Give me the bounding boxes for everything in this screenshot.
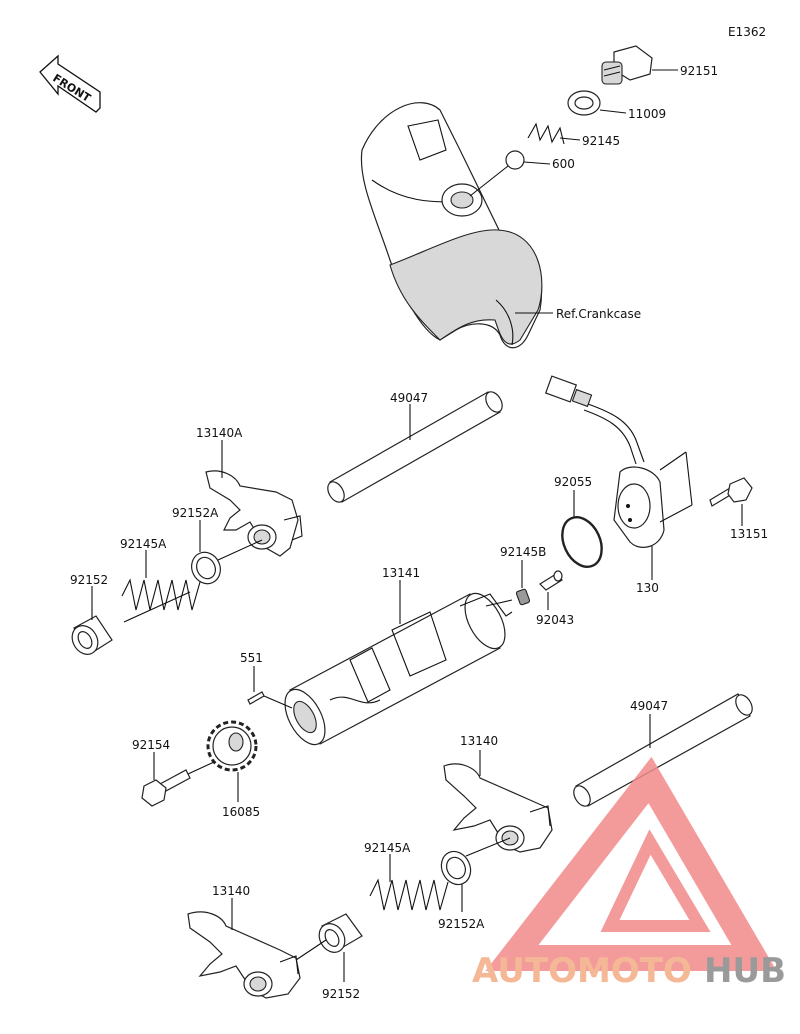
crankcase-reference xyxy=(360,102,543,349)
shift-rod-49047-top xyxy=(327,391,503,503)
shift-drum-13141 xyxy=(284,592,513,746)
bolt-130 xyxy=(709,477,753,507)
shift-fork-13140-right xyxy=(443,763,553,853)
callout-16085: 16085 xyxy=(222,805,260,819)
drain-bolt-92151 xyxy=(601,45,653,85)
diagram-code: E1362 xyxy=(728,25,766,39)
o-ring-92055 xyxy=(561,516,603,568)
callout-13140-right: 13140 xyxy=(460,734,498,748)
callout-92154: 92154 xyxy=(132,738,170,752)
callout-92145a-bottom: 92145A xyxy=(364,841,411,855)
callout-600: 600 xyxy=(552,157,575,171)
callout-49047-bottom: 49047 xyxy=(630,699,668,713)
callout-11009: 11009 xyxy=(628,107,666,121)
callout-13151: 130 xyxy=(636,581,659,595)
spring-92145a-bottom xyxy=(369,878,449,911)
callout-130: 13151 xyxy=(730,527,768,541)
gear-16085 xyxy=(206,720,258,772)
collar-92152a-bottom xyxy=(440,850,472,886)
collar-92152-left xyxy=(71,615,113,655)
front-arrow-icon: FRONT xyxy=(39,54,101,113)
callout-13140a: 13140A xyxy=(196,426,243,440)
ball-600 xyxy=(505,150,525,170)
callout-92152a-bottom: 92152A xyxy=(438,917,485,931)
watermark-logo xyxy=(485,756,777,971)
callout-551: 551 xyxy=(240,651,263,665)
spring-92145a-left xyxy=(121,578,201,623)
shift-fork-13140a xyxy=(205,470,303,557)
pin-551 xyxy=(247,691,265,705)
pin-92043 xyxy=(539,570,563,591)
crankcase-reference-label: Ref.Crankcase xyxy=(556,307,641,321)
washer-11009 xyxy=(567,90,601,116)
shift-fork-13140-bottom xyxy=(187,911,301,999)
spring-92145-top xyxy=(527,122,565,145)
callout-92152-left: 92152 xyxy=(70,573,108,587)
callout-13140-bottom: 13140 xyxy=(212,884,250,898)
callout-92152-bottom: 92152 xyxy=(322,987,360,1001)
callout-49047-top: 49047 xyxy=(390,391,428,405)
callout-92152a-left: 92152A xyxy=(172,506,219,520)
bolt-92154 xyxy=(141,769,191,807)
callout-92055: 92055 xyxy=(554,475,592,489)
neutral-switch-13151 xyxy=(544,375,665,548)
callout-92145b: 92145B xyxy=(500,545,546,559)
watermark-text-automoto: AUTOMOTO xyxy=(472,951,692,991)
callout-92145a-left: 92145A xyxy=(120,537,167,551)
callout-92043: 92043 xyxy=(536,613,574,627)
callout-13141: 13141 xyxy=(382,566,420,580)
callout-92151: 92151 xyxy=(680,64,718,78)
collar-92152a-left xyxy=(191,551,221,585)
watermark-text-hub: HUB xyxy=(704,951,786,991)
collar-92152-bottom xyxy=(318,913,363,953)
shift-rod-49047-bottom xyxy=(573,693,753,807)
spring-92145b xyxy=(515,588,531,606)
callout-92145-top: 92145 xyxy=(582,134,620,148)
